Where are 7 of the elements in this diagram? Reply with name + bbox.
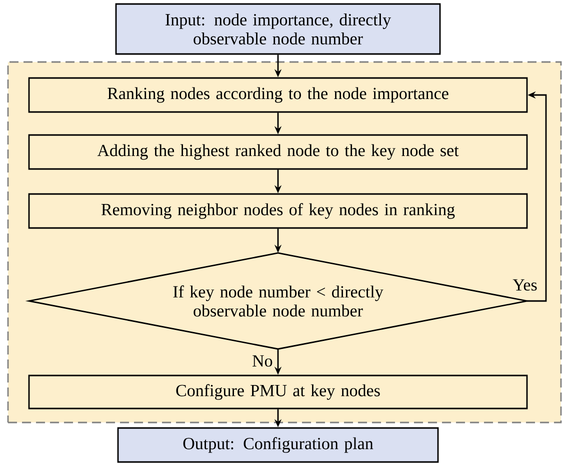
edge-label: No — [251, 354, 274, 368]
process-box: Ranking nodes according to the node importance — [28, 77, 528, 113]
output-box: Output: Configuration plan — [117, 427, 439, 463]
process-box: Adding the highest ranked node to the key node set — [28, 134, 528, 170]
input-box: Input: node importance, directly observable node number — [115, 3, 441, 55]
process-box: Removing neighbor nodes of key nodes in ranking — [28, 193, 528, 229]
process-box: Configure PMU at key nodes — [28, 374, 528, 410]
